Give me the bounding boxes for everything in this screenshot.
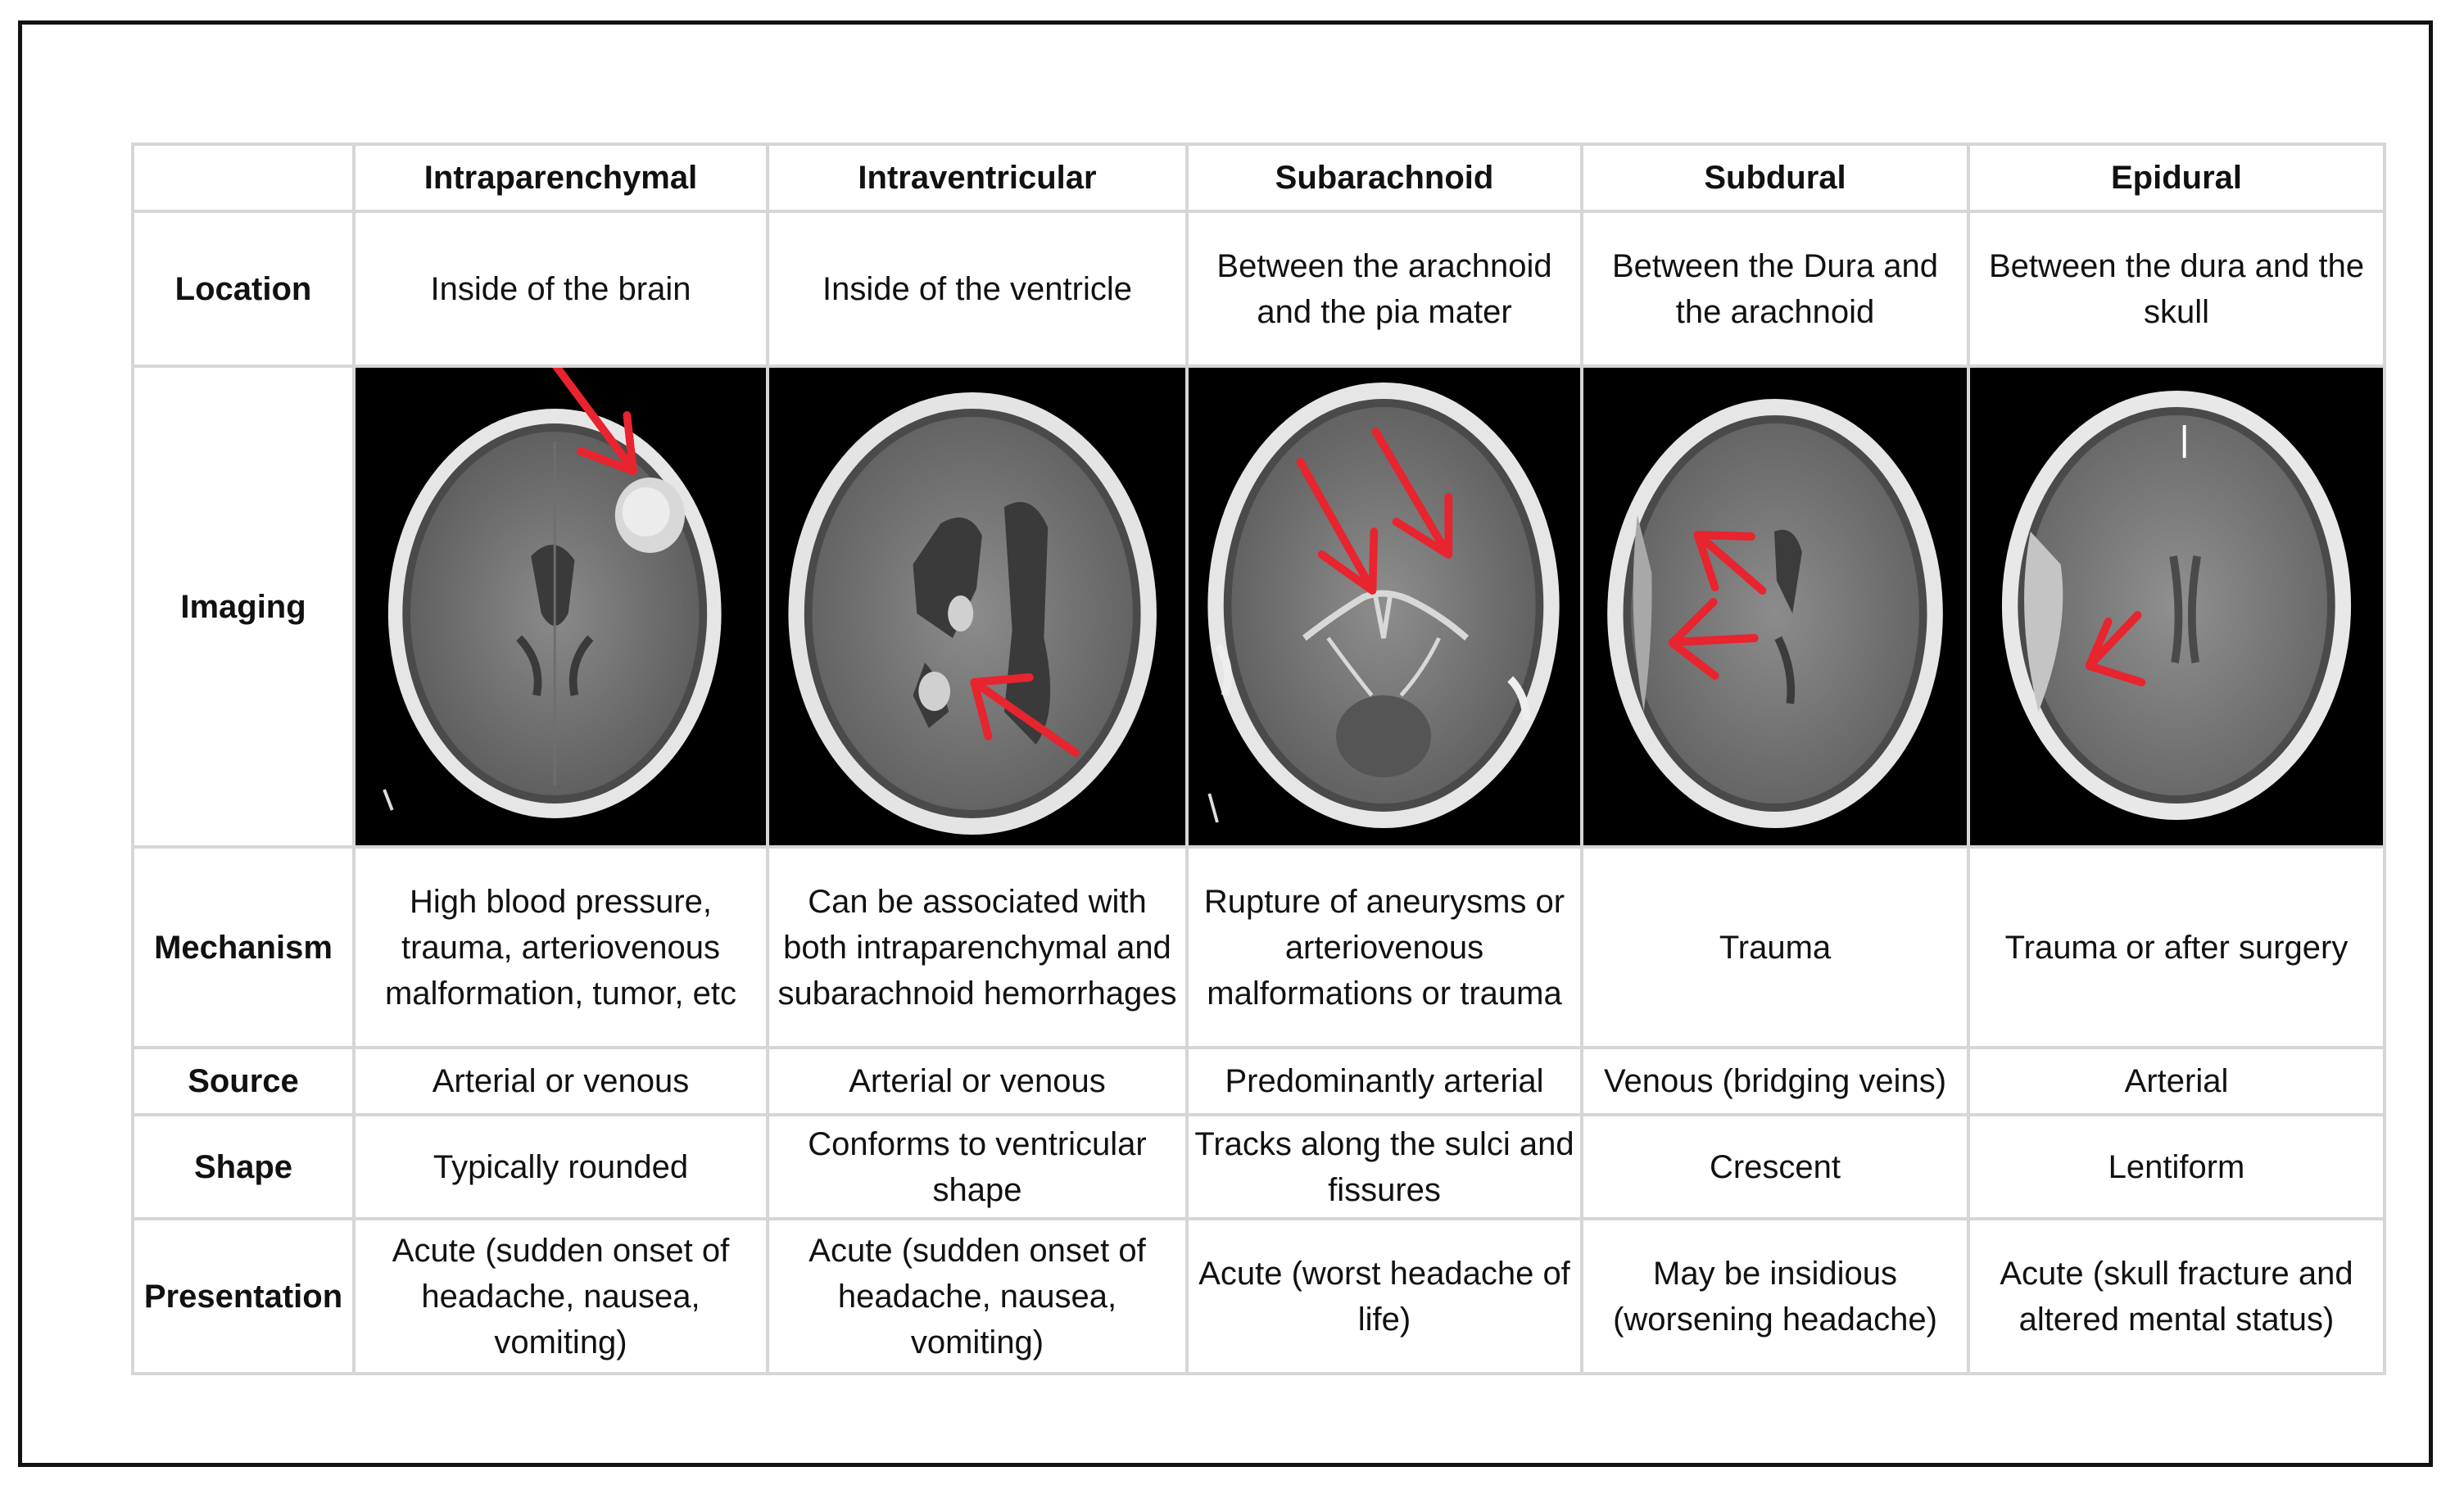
column-header-intraventricular: Intraventricular xyxy=(766,143,1189,213)
source-intraparenchymal: Arterial or venous xyxy=(352,1046,769,1116)
imaging-row: Imaging xyxy=(131,364,2386,849)
column-header-subdural: Subdural xyxy=(1580,143,1970,213)
presentation-row: Presentation Acute (sudden onset of head… xyxy=(131,1217,2386,1375)
location-subdural: Between the Dura and the arachnoid xyxy=(1580,210,1970,368)
ct-scan-epidural-image xyxy=(2001,391,2352,820)
mechanism-intraventricular: Can be associated with both intraparench… xyxy=(766,845,1189,1049)
location-row: Location Inside of the brain Inside of t… xyxy=(131,210,2386,368)
shape-row: Shape Typically rounded Conforms to vent… xyxy=(131,1113,2386,1220)
ct-scan-intraventricular xyxy=(766,364,1189,849)
presentation-epidural: Acute (skull fracture and altered mental… xyxy=(1967,1217,2386,1375)
presentation-subdural: May be insidious (worsening headache) xyxy=(1580,1217,1970,1375)
row-label-shape: Shape xyxy=(131,1113,356,1220)
row-label-imaging: Imaging xyxy=(131,364,356,849)
location-intraventricular: Inside of the ventricle xyxy=(766,210,1189,368)
source-subarachnoid: Predominantly arterial xyxy=(1185,1046,1583,1116)
shape-intraparenchymal: Typically rounded xyxy=(352,1113,769,1220)
figure-frame: Intraparenchymal Intraventricular Subara… xyxy=(18,20,2433,1467)
column-header-epidural: Epidural xyxy=(1967,143,2386,213)
source-intraventricular: Arterial or venous xyxy=(766,1046,1189,1116)
column-header-subarachnoid: Subarachnoid xyxy=(1185,143,1583,213)
arrow-icon xyxy=(1296,458,1379,595)
row-label-location: Location xyxy=(131,210,356,368)
source-subdural: Venous (bridging veins) xyxy=(1580,1046,1970,1116)
ct-scan-subdural-image xyxy=(1607,399,1943,828)
row-label-source: Source xyxy=(131,1046,356,1116)
row-label-presentation: Presentation xyxy=(131,1217,356,1375)
ct-scan-intraparenchymal xyxy=(352,364,769,849)
source-epidural: Arterial xyxy=(1967,1046,2386,1116)
mechanism-epidural: Trauma or after surgery xyxy=(1967,845,2386,1049)
mechanism-subarachnoid: Rupture of aneurysms or arteriovenous ma… xyxy=(1185,845,1583,1049)
shape-intraventricular: Conforms to ventricular shape xyxy=(766,1113,1189,1220)
row-label-mechanism: Mechanism xyxy=(131,845,356,1049)
hemorrhage-comparison-table: Intraparenchymal Intraventricular Subara… xyxy=(131,143,2386,1375)
mechanism-subdural: Trauma xyxy=(1580,845,1970,1049)
location-intraparenchymal: Inside of the brain xyxy=(352,210,769,368)
presentation-intraparenchymal: Acute (sudden onset of headache, nausea,… xyxy=(352,1217,769,1375)
corner-cell xyxy=(131,143,356,213)
source-row: Source Arterial or venous Arterial or ve… xyxy=(131,1046,2386,1116)
location-subarachnoid: Between the arachnoid and the pia mater xyxy=(1185,210,1583,368)
shape-subarachnoid: Tracks along the sulci and fissures xyxy=(1185,1113,1583,1220)
ct-scan-subarachnoid-image xyxy=(1207,383,1560,828)
column-header-intraparenchymal: Intraparenchymal xyxy=(352,143,769,213)
header-row: Intraparenchymal Intraventricular Subara… xyxy=(131,143,2386,213)
arrow-icon xyxy=(553,369,637,475)
ct-scan-subdural xyxy=(1580,364,1970,849)
shape-subdural: Crescent xyxy=(1580,1113,1970,1220)
location-epidural: Between the dura and the skull xyxy=(1967,210,2386,368)
ct-scan-intraparenchymal-image xyxy=(383,369,722,818)
mechanism-intraparenchymal: High blood pressure, trauma, arterioveno… xyxy=(352,845,769,1049)
ct-scan-epidural xyxy=(1967,364,2386,849)
presentation-intraventricular: Acute (sudden onset of headache, nausea,… xyxy=(766,1217,1189,1375)
ct-scan-subarachnoid xyxy=(1185,364,1583,849)
arrow-icon xyxy=(1693,531,1767,595)
presentation-subarachnoid: Acute (worst headache of life) xyxy=(1185,1217,1583,1375)
arrow-icon xyxy=(970,673,1080,757)
arrow-icon xyxy=(1371,428,1453,559)
mechanism-row: Mechanism High blood pressure, trauma, a… xyxy=(131,845,2386,1049)
arrow-icon xyxy=(1668,598,1759,680)
shape-epidural: Lentiform xyxy=(1967,1113,2386,1220)
ct-scan-intraventricular-image xyxy=(788,392,1157,835)
arrow-icon xyxy=(2085,611,2146,686)
